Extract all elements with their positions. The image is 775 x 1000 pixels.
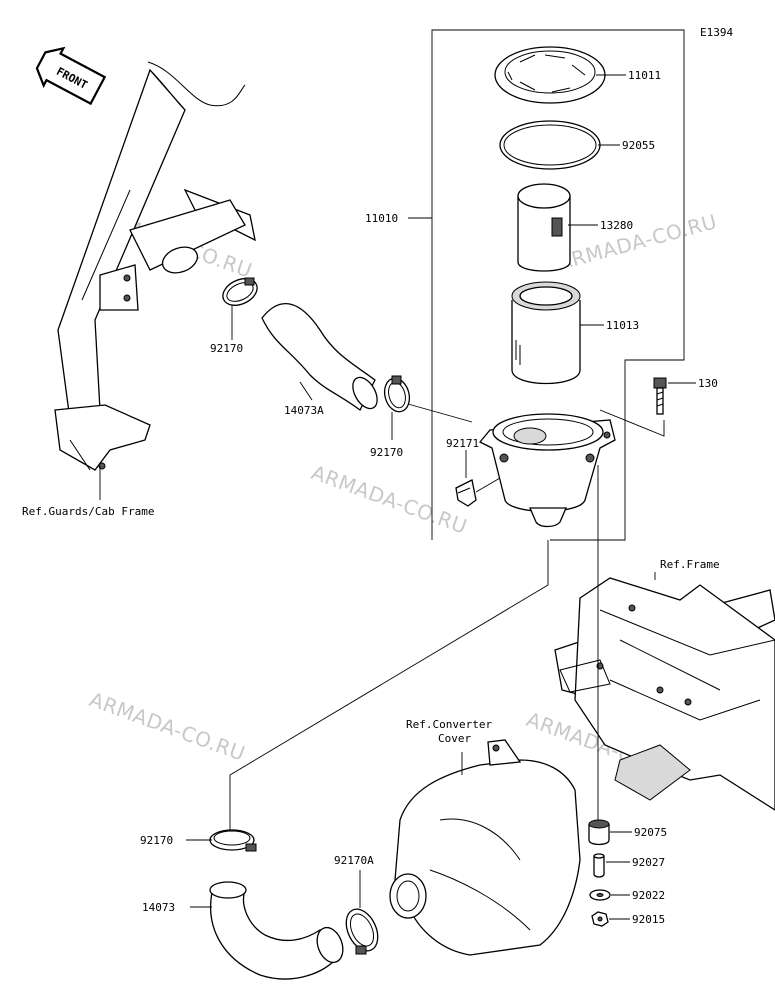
label-14073A: 14073A	[284, 404, 324, 417]
label-92170A: 92170A	[334, 854, 374, 867]
lower-duct-14073	[209, 881, 344, 980]
damper-92075	[588, 819, 610, 846]
ref-converter-line1: Ref.Converter	[406, 718, 492, 731]
label-11013: 11013	[606, 319, 639, 332]
label-92075: 92075	[634, 826, 667, 839]
washer-92022	[589, 889, 611, 901]
clamp-92170-upper	[222, 277, 258, 306]
converter-cover	[389, 739, 581, 956]
label-92015: 92015	[632, 913, 665, 926]
bolt-130	[653, 377, 667, 415]
clamp-92170-middle	[383, 375, 411, 413]
assembly-bracket-11010	[408, 29, 685, 541]
ref-guards-cab-frame: Ref.Guards/Cab Frame	[22, 505, 154, 518]
label-92171: 92171	[446, 437, 479, 450]
label-130: 130	[698, 377, 718, 390]
intake-duct-14073A	[261, 303, 378, 411]
label-14073: 14073	[142, 901, 175, 914]
ref-converter-line2: Cover	[438, 732, 471, 745]
cab-frame	[54, 61, 256, 471]
label-92055: 92055	[622, 139, 655, 152]
collar-92027	[593, 853, 605, 878]
watermark-4: ARMADA-CO.RU	[86, 687, 248, 766]
label-92170-a: 92170	[210, 342, 243, 355]
holder-92171	[455, 479, 477, 507]
clamp-92170A	[345, 908, 379, 955]
clamp-92170-lower	[209, 829, 257, 852]
watermark-2: ARMADA-CO.RU	[555, 209, 719, 275]
vehicle-frame	[554, 577, 775, 811]
label-11011: 11011	[628, 69, 661, 82]
label-11010: 11010	[365, 212, 398, 225]
label-13280: 13280	[600, 219, 633, 232]
label-92170-c: 92170	[140, 834, 173, 847]
inner-filter-13280	[517, 183, 571, 272]
label-92170-b: 92170	[370, 446, 403, 459]
air-cleaner-cover-11011	[494, 46, 606, 104]
watermark-3: ARMADA-CO.RU	[308, 460, 470, 539]
o-ring-92055	[499, 120, 601, 170]
label-92027: 92027	[632, 856, 665, 869]
outer-element-11013	[511, 281, 581, 385]
label-92022: 92022	[632, 889, 665, 902]
ref-frame: Ref.Frame	[660, 558, 720, 571]
front-arrow-icon: FRONT	[35, 46, 107, 106]
diagram-code: E1394	[700, 26, 733, 39]
air-cleaner-housing	[478, 413, 616, 528]
nut-92015	[591, 911, 609, 927]
